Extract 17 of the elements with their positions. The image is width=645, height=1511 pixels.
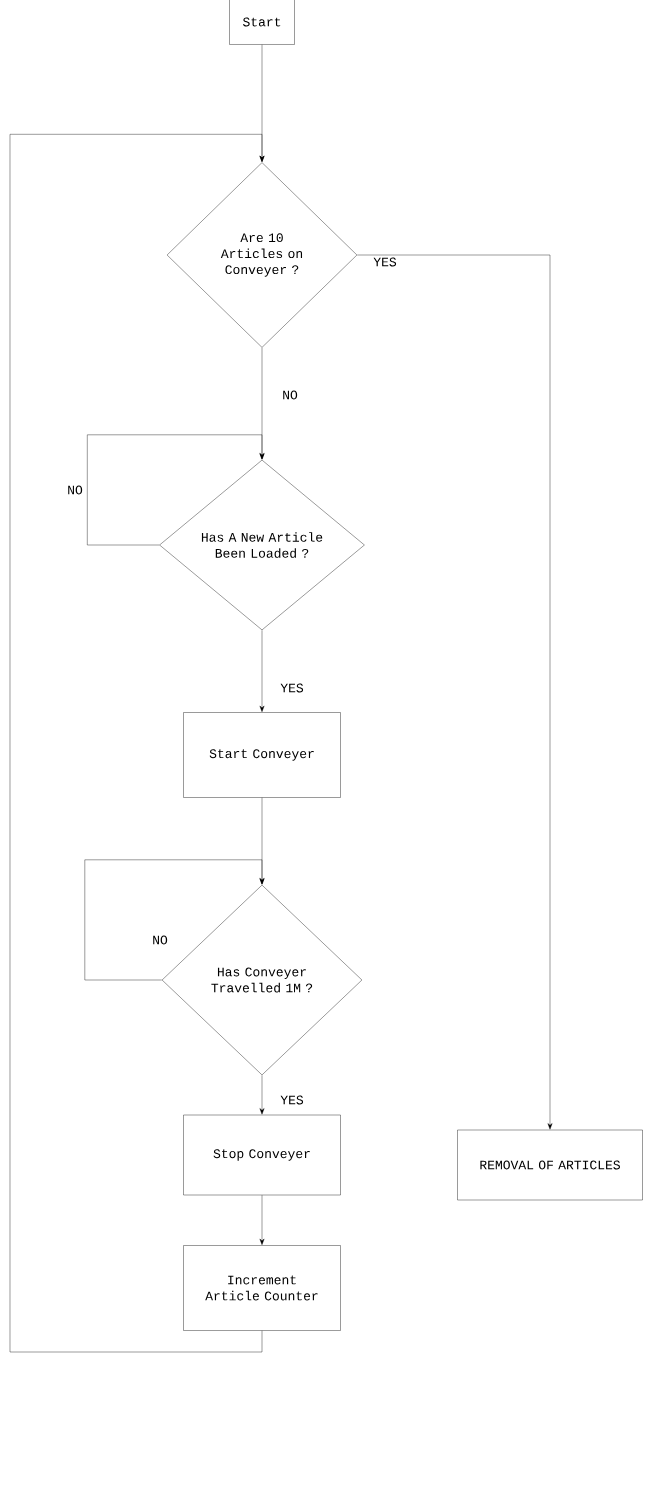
arrow [259, 1195, 265, 1245]
edge-label: YES [279, 1094, 305, 1106]
arrow [259, 1075, 265, 1115]
edge-label: YES [372, 256, 398, 268]
arrow [9, 134, 265, 1353]
edge-label: NO [281, 389, 299, 401]
edge-label: NO [66, 484, 84, 496]
process-box: REMOVAL OF ARTICLES [457, 1129, 643, 1201]
edge-label: YES [279, 682, 305, 694]
arrow [84, 859, 265, 981]
arrow [87, 434, 265, 546]
process-box: Stop Conveyer [183, 1114, 341, 1196]
arrow [259, 630, 265, 712]
process-box: Increment Article Counter [183, 1245, 341, 1331]
process-box: Start [229, 0, 295, 45]
arrow [357, 254, 553, 1130]
process-box: Start Conveyer [183, 712, 341, 798]
